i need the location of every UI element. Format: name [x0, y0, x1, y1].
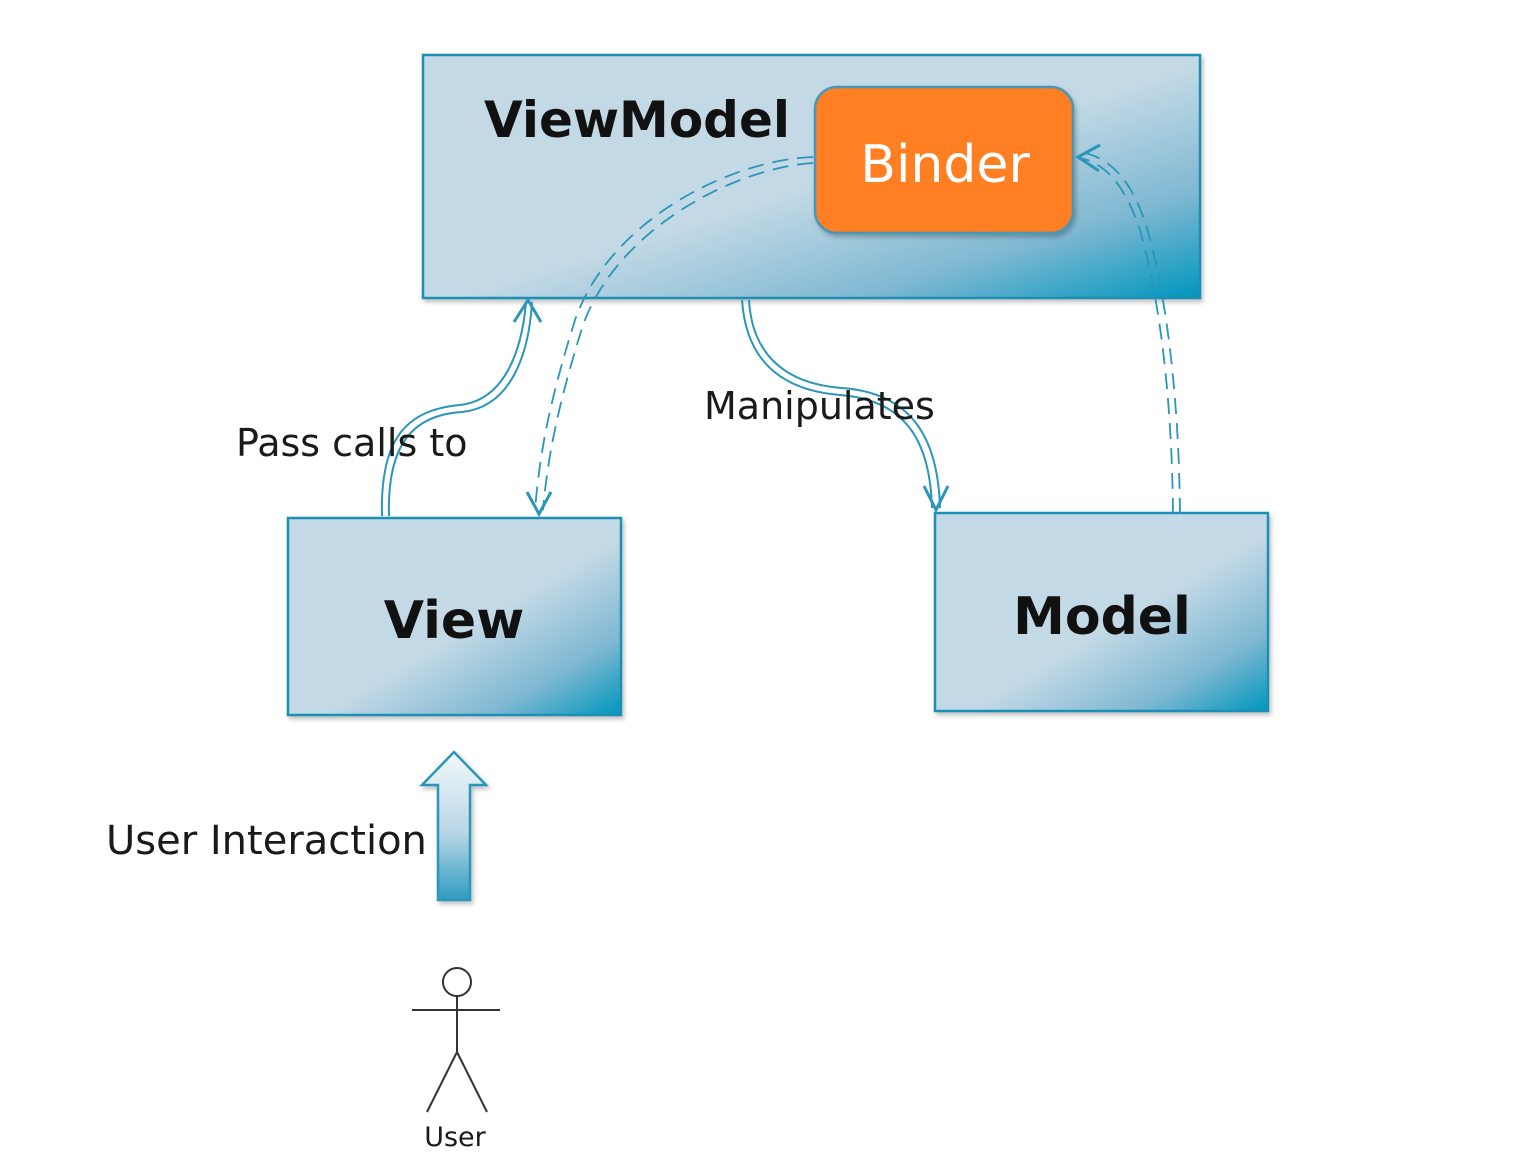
- manipulates-arrow: [741, 299, 950, 514]
- binder-box: Binder: [813, 85, 1075, 235]
- pass-calls-arrow: [380, 297, 543, 517]
- model-to-binder-arrowhead: [1075, 143, 1101, 173]
- user-interaction-label: User Interaction: [106, 818, 427, 864]
- model-title: Model: [1013, 587, 1191, 647]
- view-title: View: [384, 591, 524, 651]
- binder-to-view-arrow: [534, 156, 814, 511]
- user-actor-label: User: [424, 1122, 486, 1153]
- view-box: View: [286, 516, 623, 717]
- model-to-binder-arrow: [1079, 151, 1181, 515]
- model-box: Model: [933, 511, 1270, 713]
- manipulates-label: Manipulates: [704, 384, 935, 428]
- viewmodel-title: ViewModel: [484, 91, 790, 149]
- user-interaction-arrow: [419, 750, 489, 902]
- viewmodel-box: ViewModel: [421, 53, 1202, 300]
- pass-calls-label: Pass calls to: [236, 421, 468, 465]
- user-actor-icon: [412, 967, 500, 1113]
- binder-label: Binder: [860, 135, 1030, 195]
- binder-to-view-arrowhead: [525, 491, 553, 518]
